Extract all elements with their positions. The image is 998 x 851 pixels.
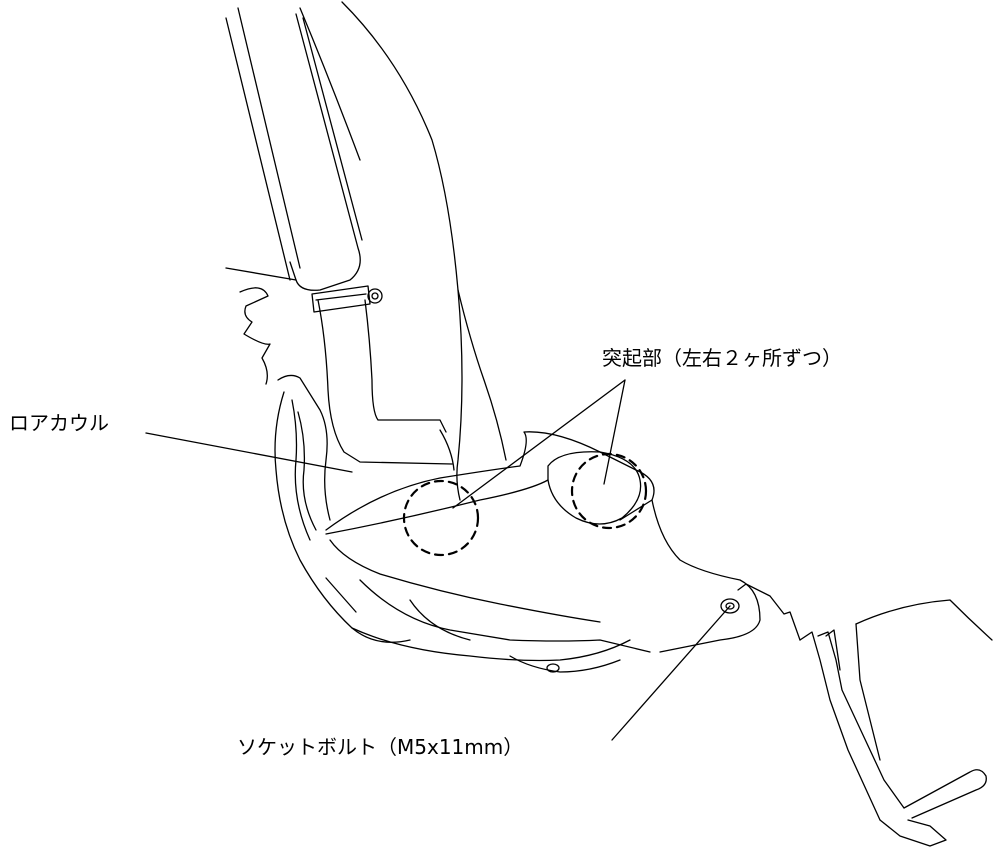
leader-socket-bolt xyxy=(611,605,731,741)
leader-protrusion-left xyxy=(452,379,626,509)
side-stand xyxy=(745,583,993,847)
frame-right xyxy=(439,289,507,471)
protrusion-circle-left xyxy=(402,479,480,557)
lower-cowl-part xyxy=(274,374,761,673)
coolant-hose xyxy=(311,285,453,465)
leader-lines xyxy=(145,379,731,741)
label-protrusion: 突起部（左右２ヶ所ずつ） xyxy=(602,346,842,370)
leader-protrusion-right xyxy=(603,379,626,485)
protrusion-circle-right xyxy=(570,452,648,530)
protrusion-markers xyxy=(402,452,648,557)
frame-tube xyxy=(225,1,463,501)
label-socket-bolt: ソケットボルト（M5x11mm） xyxy=(237,735,524,759)
leader-lower-cowl xyxy=(145,432,353,473)
label-lower-cowl: ロアカウル xyxy=(9,411,109,435)
engine-side-parts xyxy=(225,267,297,385)
